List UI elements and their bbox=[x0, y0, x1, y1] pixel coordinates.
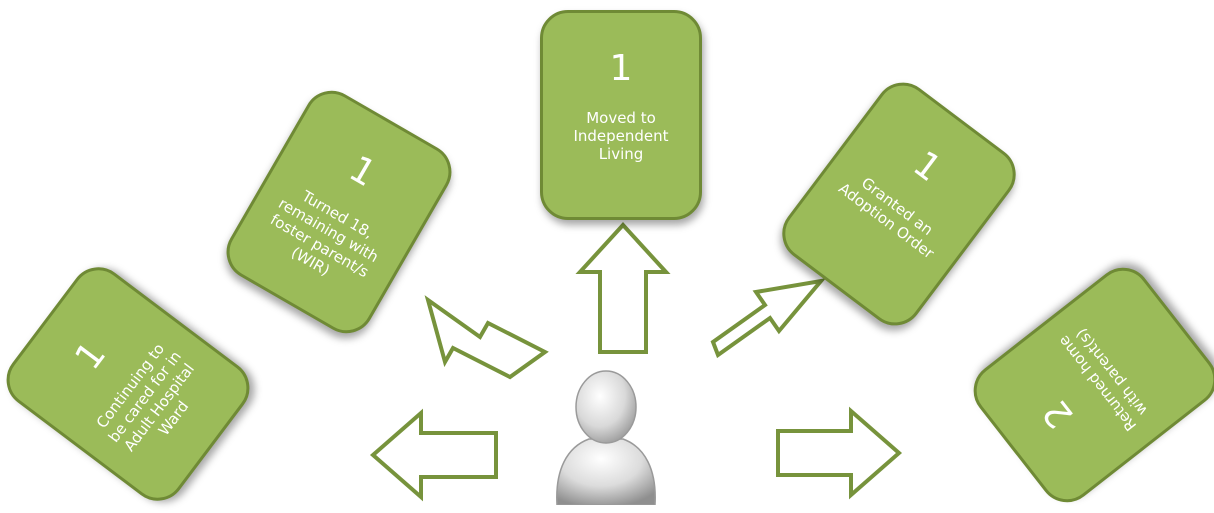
outcome-card-independent-living: 1 Moved to Independent Living bbox=[540, 10, 702, 220]
arrow-upper-right bbox=[710, 278, 827, 359]
arrow-left bbox=[369, 408, 498, 502]
outcome-label: Moved to Independent Living bbox=[573, 109, 669, 163]
outcome-count: 1 bbox=[609, 48, 633, 89]
arrow-right bbox=[776, 406, 903, 500]
person-silhouette-icon bbox=[556, 370, 656, 505]
arrow-up bbox=[575, 222, 671, 354]
arrow-upper-left bbox=[424, 295, 549, 380]
